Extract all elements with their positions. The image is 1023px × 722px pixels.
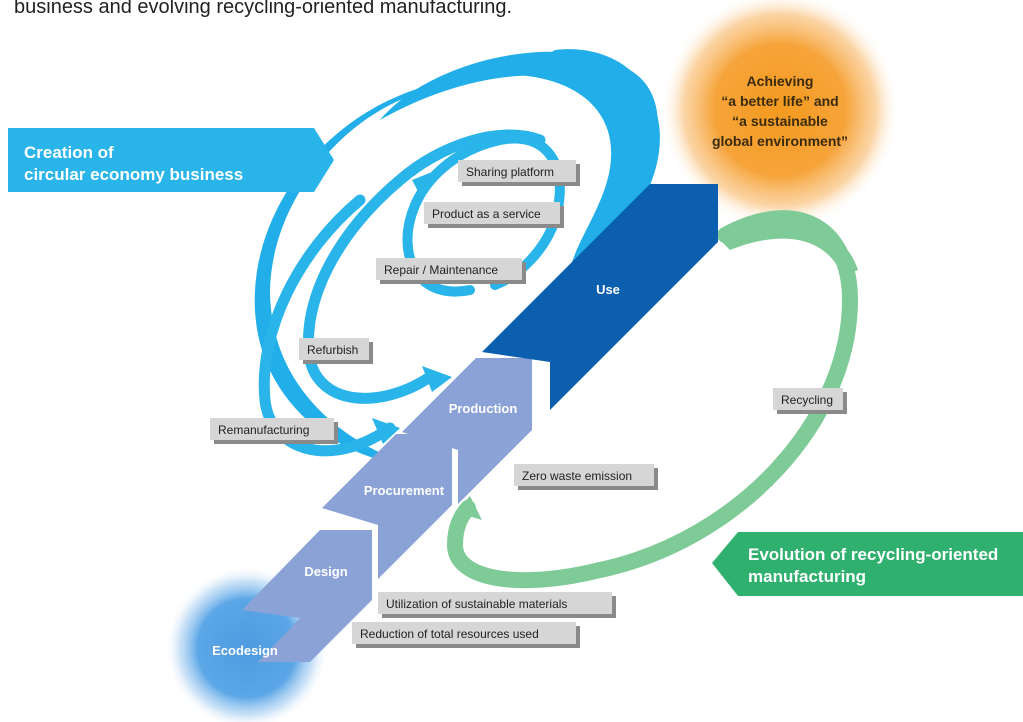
goal-circle bbox=[660, 0, 900, 230]
creation-banner bbox=[8, 128, 334, 192]
label-sustainable-materials: Utilization of sustainable materials bbox=[386, 597, 567, 611]
recycling-loop-taper bbox=[720, 223, 858, 275]
label-product-as-service: Product as a service bbox=[432, 207, 541, 221]
creation-banner-line1: Creation of bbox=[24, 143, 114, 162]
label-recycling: Recycling bbox=[781, 393, 833, 407]
procurement-label: Procurement bbox=[364, 483, 445, 498]
remanufacturing-arrowhead bbox=[372, 418, 400, 444]
use-chevron bbox=[482, 184, 718, 410]
refurbish-arrowhead bbox=[422, 366, 452, 392]
evolution-banner bbox=[712, 532, 1023, 596]
intro-text: business and evolving recycling-oriented… bbox=[14, 0, 513, 18]
evolution-banner-line2: manufacturing bbox=[748, 567, 866, 586]
goal-line-2: “a better life” and bbox=[721, 93, 838, 109]
design-label: Design bbox=[304, 564, 347, 579]
goal-line-3: “a sustainable bbox=[732, 113, 828, 129]
label-reduction-resources: Reduction of total resources used bbox=[360, 627, 539, 641]
design-chevron bbox=[242, 530, 372, 662]
remanufacturing-loop bbox=[258, 194, 396, 457]
label-refurbish: Refurbish bbox=[307, 343, 358, 357]
production-label: Production bbox=[449, 401, 518, 416]
refurbish-loop bbox=[303, 129, 546, 404]
label-repair-maintenance: Repair / Maintenance bbox=[384, 263, 498, 277]
procurement-chevron bbox=[322, 434, 452, 579]
production-chevron bbox=[402, 358, 532, 504]
recycling-arrowhead bbox=[455, 496, 482, 520]
label-boxes bbox=[210, 160, 847, 648]
label-remanufacturing: Remanufacturing bbox=[218, 423, 309, 437]
ecodesign-label: Ecodesign bbox=[212, 643, 278, 658]
label-zero-waste: Zero waste emission bbox=[522, 469, 632, 483]
creation-banner-line2: circular economy business bbox=[24, 165, 243, 184]
label-sharing-platform: Sharing platform bbox=[466, 165, 554, 179]
inner-loop-arrowhead bbox=[412, 172, 432, 195]
use-label: Use bbox=[596, 282, 620, 297]
inner-service-loop bbox=[402, 133, 565, 297]
evolution-banner-line1: Evolution of recycling-oriented bbox=[748, 545, 998, 564]
goal-line-4: global environment” bbox=[712, 133, 848, 149]
goal-line-1: Achieving bbox=[747, 73, 814, 89]
